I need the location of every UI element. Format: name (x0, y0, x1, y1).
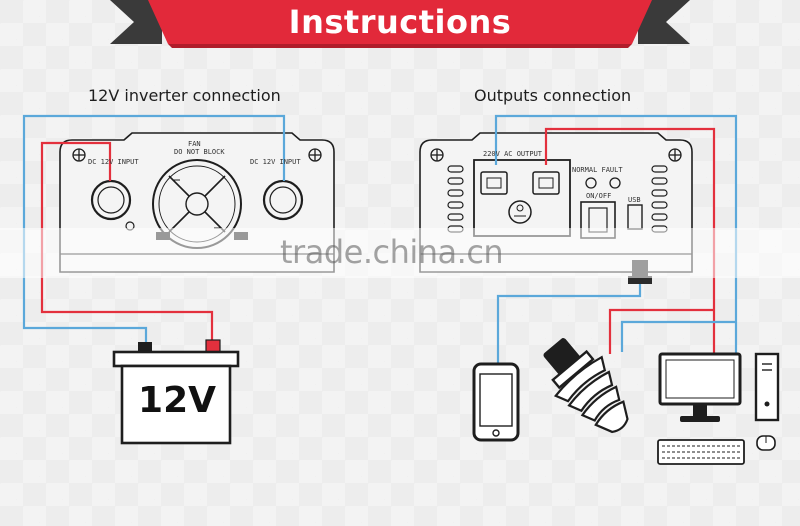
normal-led (585, 177, 597, 189)
light-bulb-icon (543, 338, 629, 434)
wire-to-bulb-blue (620, 320, 736, 352)
status-label: NORMAL FAULT (572, 166, 623, 174)
watermark-band (0, 228, 800, 278)
battery-icon (112, 339, 240, 445)
ac-socket-icon (532, 171, 560, 195)
dc-input-label-right: DC 12V INPUT (250, 158, 301, 166)
page-title: Instructions (288, 3, 512, 41)
ac-outlet-block (473, 159, 571, 237)
keyboard-icon (657, 439, 745, 465)
wire-negative (22, 114, 286, 342)
wire-positive (40, 141, 214, 340)
outputs-connection-title: Outputs connection (474, 86, 632, 105)
monitor-icon (658, 352, 742, 422)
screw-icon (72, 148, 86, 162)
dc-input-terminal-left (90, 179, 132, 221)
banner-left-wing (110, 0, 162, 44)
banner-right-wing (638, 0, 690, 44)
banner-shadow (168, 44, 632, 48)
dc-input-terminal-right (262, 179, 304, 221)
fan-warning-label: DO NOT BLOCK (174, 148, 225, 156)
screw-icon (430, 148, 444, 162)
screw-icon (668, 148, 682, 162)
cooling-fan-icon (152, 159, 242, 249)
universal-socket-icon (508, 200, 532, 224)
pc-tower-icon (754, 352, 780, 422)
switch-label: ON/OFF (586, 192, 612, 200)
fan-label: FAN (188, 140, 201, 148)
mouse-icon (756, 435, 776, 451)
wire-to-bulb-red (608, 308, 714, 354)
ac-socket-icon (480, 171, 508, 195)
ac-output-label: 220V AC OUTPUT (483, 150, 543, 158)
battery-voltage-label: 12V (138, 380, 216, 421)
banner-center (148, 0, 652, 44)
usb-label: USB (628, 196, 641, 204)
inverter-connection-title: 12V inverter connection (88, 86, 281, 105)
dc-input-label-left: DC 12V INPUT (88, 158, 139, 166)
fault-led (609, 177, 621, 189)
header-banner (110, 0, 690, 48)
smartphone-icon (472, 362, 520, 442)
input-wires (22, 114, 286, 342)
watermark-text: trade.china.cn (280, 233, 504, 271)
screw-icon (308, 148, 322, 162)
